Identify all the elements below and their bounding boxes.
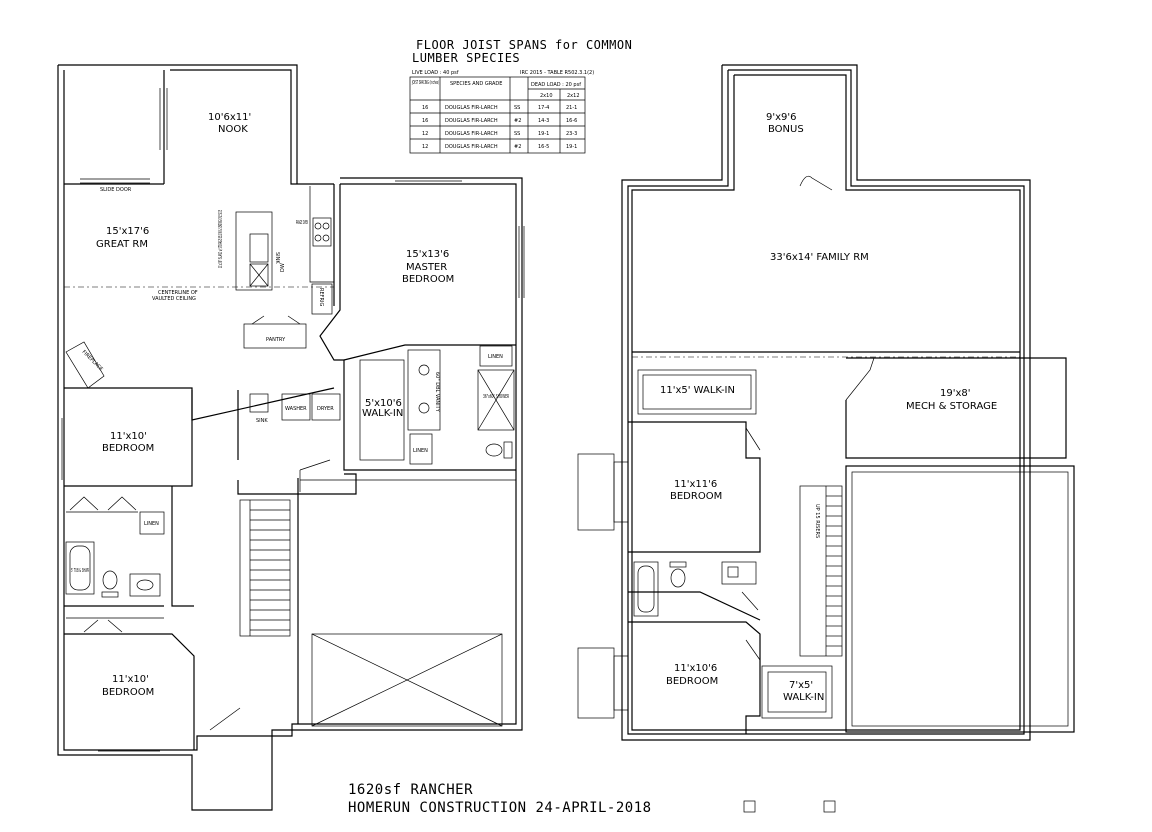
- table-live-load: LIVE LOAD : 40 psf: [412, 70, 459, 76]
- row-2x10: 19-1: [538, 131, 549, 137]
- row-species: DOUGLAS FIR-LARCH: [445, 144, 498, 150]
- bedroom2-size: 11'x10': [112, 674, 149, 685]
- vanity-label: 60" DBL VANITY: [434, 372, 440, 413]
- table-code-ref: IRC 2015 - TABLE R502.3.1(2): [520, 70, 594, 76]
- col-spacing: JOIST SPACING (inches): [412, 80, 439, 86]
- row-2x12: 16-6: [566, 118, 577, 124]
- row-spacing: 16: [422, 118, 428, 124]
- row-2x10: 17-4: [538, 105, 549, 111]
- vault-note-2: VAULTED CEILING: [152, 296, 196, 302]
- tub-label: 5' TUB & SHWR: [71, 568, 89, 574]
- master-size: 15'x13'6: [406, 249, 449, 260]
- row-spacing: 12: [422, 144, 428, 150]
- walkin-a-label: 11'x5' WALK-IN: [660, 385, 735, 396]
- lower-bedroom1-size: 11'x11'6: [674, 479, 717, 490]
- table-row: 16 DOUGLAS FIR-LARCH #2 14-3 16-6: [422, 118, 577, 124]
- washer-label: WASHER: [285, 406, 307, 412]
- vault-note-1: CENTERLINE OF: [158, 290, 198, 296]
- bedroom2-name: BEDROOM: [102, 687, 154, 698]
- row-species: DOUGLAS FIR-LARCH: [445, 118, 498, 124]
- stair-note: UP 15 RISERS: [814, 504, 820, 538]
- col-2x12: 2x12: [567, 93, 580, 99]
- lower-floor-plan: 9'x9'6 BONUS 33'6x14' FAMILY RM 11'x5' W…: [577, 64, 1075, 741]
- refrig-label: REFRIG: [318, 288, 324, 306]
- walkin-size: 5'x10'6: [365, 398, 402, 409]
- range-label: RANGE OVEN: [296, 220, 308, 226]
- joist-span-table: FLOOR JOIST SPANS for COMMON LUMBER SPEC…: [409, 38, 632, 154]
- walkin-name: WALK-IN: [362, 408, 403, 419]
- row-2x12: 21-1: [566, 105, 577, 111]
- row-spacing: 16: [422, 105, 428, 111]
- row-species: DOUGLAS FIR-LARCH: [445, 131, 498, 137]
- linen-c-label: LINEN: [413, 448, 428, 454]
- bonus-name: BONUS: [768, 124, 804, 135]
- walkin-b-name: WALK-IN: [783, 692, 824, 703]
- linen-b-label: LINEN: [488, 354, 503, 360]
- row-2x10: 16-5: [538, 144, 549, 150]
- pantry-label: PANTRY: [266, 337, 286, 343]
- row-grade: SS: [514, 105, 520, 111]
- row-grade: #2: [514, 144, 521, 150]
- col-2x10: 2x10: [540, 93, 553, 99]
- row-grade: #2: [514, 118, 521, 124]
- bedroom1-name: BEDROOM: [102, 443, 154, 454]
- shower-label: 36"x60" SHOWER: [483, 394, 509, 400]
- title-block: 1620sf RANCHER HOMERUN CONSTRUCTION 24-A…: [348, 782, 836, 816]
- table-row: 12 DOUGLAS FIR-LARCH #2 16-5 19-1: [422, 144, 577, 150]
- row-2x10: 14-3: [538, 118, 549, 124]
- main-floor-plan: SLIDE DOOR 10'6x11' NOOK 15'x17'6 GREAT …: [57, 64, 525, 811]
- table-title-line1: FLOOR JOIST SPANS for COMMON: [416, 38, 632, 52]
- col-dead-load: DEAD LOAD : 20 psf: [531, 82, 581, 88]
- title-line-2: HOMERUN CONSTRUCTION 24-APRIL-2018: [348, 800, 652, 816]
- great-room-size: 15'x17'6: [106, 226, 149, 237]
- dw-label: DW: [280, 263, 286, 272]
- laundry-sink-label: SINK: [256, 418, 268, 424]
- mech-size: 19'x8': [940, 388, 971, 399]
- great-room-name: GREAT RM: [96, 239, 148, 250]
- bedroom1-size: 11'x10': [110, 431, 147, 442]
- dryer-label: DRYER: [317, 406, 334, 412]
- master-name-2: BEDROOM: [402, 274, 454, 285]
- row-grade: SS: [514, 131, 520, 137]
- walkin-b-size: 7'x5': [789, 680, 813, 691]
- mech-name: MECH & STORAGE: [906, 401, 997, 412]
- row-2x12: 23-3: [566, 131, 577, 137]
- col-species: SPECIES AND GRADE: [450, 81, 502, 87]
- lower-bedroom1-name: BEDROOM: [670, 491, 722, 502]
- family-room-label: 33'6x14' FAMILY RM: [770, 252, 869, 263]
- island-note: 11'x3'6" ISLAND w/ STORAGE BELOW & SEATI…: [218, 210, 224, 268]
- fireplace-label: FIREPLACE: [81, 349, 104, 372]
- sink-label: SINK: [274, 252, 280, 264]
- row-species: DOUGLAS FIR-LARCH: [445, 105, 498, 111]
- nook-size: 10'6x11': [208, 112, 251, 123]
- nook-name: NOOK: [218, 124, 248, 135]
- master-name-1: MASTER: [406, 262, 447, 273]
- table-row: 12 DOUGLAS FIR-LARCH SS 19-1 23-3: [422, 131, 577, 137]
- checkbox-1[interactable]: [743, 800, 756, 813]
- slide-door-label: SLIDE DOOR: [100, 187, 132, 193]
- checkbox-2[interactable]: [823, 800, 836, 813]
- table-title-line2: LUMBER SPECIES: [412, 51, 520, 65]
- bonus-size: 9'x9'6: [766, 112, 797, 123]
- lower-bedroom2-name: BEDROOM: [666, 676, 718, 687]
- linen-a-label: LINEN: [144, 521, 159, 527]
- title-line-1: 1620sf RANCHER: [348, 782, 473, 798]
- lower-bedroom2-size: 11'x10'6: [674, 663, 717, 674]
- row-2x12: 19-1: [566, 144, 577, 150]
- row-spacing: 12: [422, 131, 428, 137]
- table-row: 16 DOUGLAS FIR-LARCH SS 17-4 21-1: [422, 105, 577, 111]
